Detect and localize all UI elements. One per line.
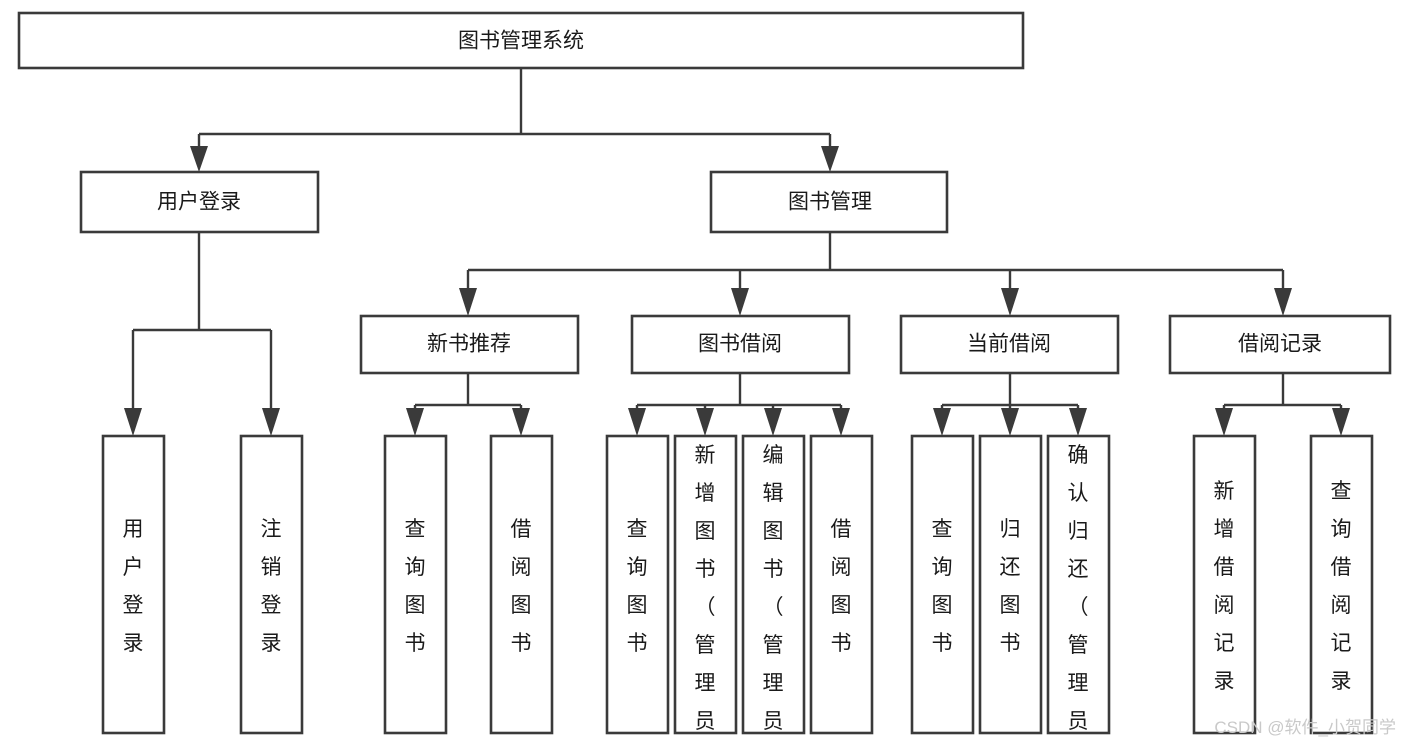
leaf-edit-book-label: 编辑图书（管理员） <box>763 444 784 747</box>
node-current-borrow-label: 当前借阅 <box>967 333 1051 356</box>
leaf-borrow-book-1-box[interactable] <box>489 434 554 735</box>
leaf-edit-book[interactable]: 编辑图书（管理员） <box>741 434 806 747</box>
leaf-add-book-label: 新增图书（管理员） <box>695 444 716 747</box>
arrow-icon-new-book-recommend <box>459 288 477 316</box>
node-user-login-box[interactable] <box>79 170 320 234</box>
leaf-add-record-box[interactable] <box>1192 434 1257 735</box>
leaf-query-book-1-label: 查询图书 <box>405 518 426 655</box>
arrow-icon-leaf-user-login <box>124 408 142 436</box>
node-user-login-label: 用户登录 <box>157 191 241 214</box>
leaf-user-logout-label: 注销登录 <box>261 518 282 655</box>
connector-layer <box>124 68 1350 436</box>
leaf-query-book-1-box[interactable] <box>383 434 448 735</box>
arrow-icon-leaf-edit-book <box>764 408 782 436</box>
leaf-query-book-3[interactable]: 查询图书 <box>910 434 975 735</box>
arrow-icon-leaf-borrow-book-2 <box>832 408 850 436</box>
arrow-icon-leaf-query-book-2 <box>628 408 646 436</box>
arrow-icon-current-borrow <box>1001 288 1019 316</box>
leaf-user-login[interactable]: 用户登录 <box>101 434 166 735</box>
node-root-box[interactable] <box>17 11 1025 70</box>
leaf-confirm-return-box[interactable] <box>1046 434 1111 735</box>
leaf-add-book-box[interactable] <box>673 434 738 735</box>
node-new-book-recommend[interactable]: 新书推荐 <box>359 314 580 375</box>
leaf-borrow-book-2[interactable]: 借阅图书 <box>809 434 874 735</box>
arrow-icon-user-login <box>190 146 208 172</box>
leaf-confirm-return[interactable]: 确认归还（管理员） <box>1046 434 1111 747</box>
node-user-login[interactable]: 用户登录 <box>79 170 320 234</box>
leaf-return-book-label: 归还图书 <box>1000 518 1021 655</box>
leaf-query-book-2-label: 查询图书 <box>627 518 648 655</box>
leaf-query-book-2-box[interactable] <box>605 434 670 735</box>
leaf-query-book-3-label: 查询图书 <box>932 518 953 655</box>
arrow-icon-leaf-query-book-3 <box>933 408 951 436</box>
leaf-user-logout[interactable]: 注销登录 <box>239 434 304 735</box>
leaf-user-logout-box[interactable] <box>239 434 304 735</box>
leaf-query-record-label: 查询借阅记录 <box>1331 480 1352 693</box>
node-current-borrow[interactable]: 当前借阅 <box>899 314 1120 375</box>
leaf-add-record-label: 新增借阅记录 <box>1214 480 1235 693</box>
node-book-borrow[interactable]: 图书借阅 <box>630 314 851 375</box>
arrow-icon-book-management <box>821 146 839 172</box>
leaf-borrow-book-1[interactable]: 借阅图书 <box>489 434 554 735</box>
leaf-user-login-box[interactable] <box>101 434 166 735</box>
leaf-query-record-box[interactable] <box>1309 434 1374 735</box>
leaf-borrow-book-2-box[interactable] <box>809 434 874 735</box>
node-book-borrow-box[interactable] <box>630 314 851 375</box>
watermark-text: CSDN @软件_小贺同学 <box>1214 718 1396 737</box>
arrow-icon-leaf-return-book <box>1001 408 1019 436</box>
leaf-query-book-2[interactable]: 查询图书 <box>605 434 670 735</box>
arrow-icon-leaf-user-logout <box>262 408 280 436</box>
arrow-icon-borrow-record <box>1274 288 1292 316</box>
leaf-add-book[interactable]: 新增图书（管理员） <box>673 434 738 747</box>
node-new-book-recommend-label: 新书推荐 <box>427 333 511 356</box>
leaf-return-book-box[interactable] <box>978 434 1043 735</box>
leaf-return-book[interactable]: 归还图书 <box>978 434 1043 735</box>
leaf-query-book-1[interactable]: 查询图书 <box>383 434 448 735</box>
arrow-icon-leaf-add-book <box>696 408 714 436</box>
node-current-borrow-box[interactable] <box>899 314 1120 375</box>
node-root-label: 图书管理系统 <box>458 30 584 53</box>
arrow-icon-book-borrow <box>731 288 749 316</box>
leaf-add-record[interactable]: 新增借阅记录 <box>1192 434 1257 735</box>
node-book-borrow-label: 图书借阅 <box>698 333 782 356</box>
leaf-edit-book-box[interactable] <box>741 434 806 735</box>
node-borrow-record-box[interactable] <box>1168 314 1392 375</box>
leaf-query-book-3-box[interactable] <box>910 434 975 735</box>
leaf-borrow-book-2-label: 借阅图书 <box>831 518 852 655</box>
leaf-borrow-book-1-label: 借阅图书 <box>511 518 532 655</box>
node-borrow-record[interactable]: 借阅记录 <box>1168 314 1392 375</box>
node-book-management-label: 图书管理 <box>788 191 872 214</box>
node-borrow-record-label: 借阅记录 <box>1238 333 1322 356</box>
node-root[interactable]: 图书管理系统 <box>17 11 1025 70</box>
node-book-management-box[interactable] <box>709 170 949 234</box>
arrow-icon-leaf-query-book-1 <box>406 408 424 436</box>
arrow-icon-leaf-confirm-return <box>1069 408 1087 436</box>
leaf-confirm-return-label: 确认归还（管理员） <box>1068 444 1089 747</box>
leaf-user-login-label: 用户登录 <box>123 518 144 655</box>
arrow-icon-leaf-query-record <box>1332 408 1350 436</box>
arrow-icon-leaf-borrow-book-1 <box>512 408 530 436</box>
arrow-icon-leaf-add-record <box>1215 408 1233 436</box>
node-book-management[interactable]: 图书管理 <box>709 170 949 234</box>
leaf-query-record[interactable]: 查询借阅记录 <box>1309 434 1374 735</box>
node-new-book-recommend-box[interactable] <box>359 314 580 375</box>
